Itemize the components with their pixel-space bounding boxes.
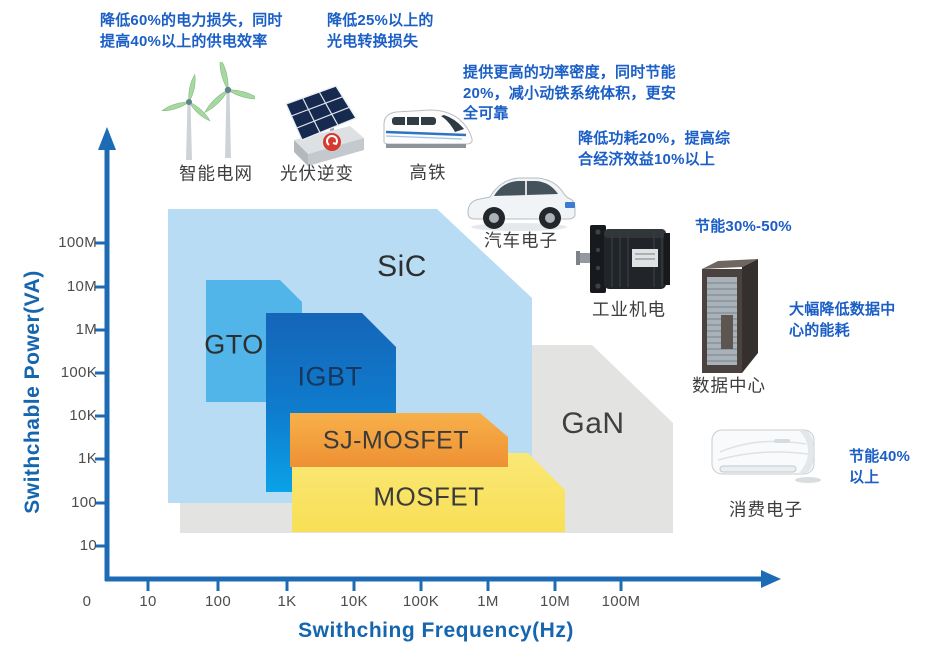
y-tick-10M: 10M	[66, 278, 97, 295]
y-axis-title: Swithchable Power(VA)	[21, 270, 44, 514]
car-icon	[467, 177, 576, 231]
y-tick-100: 100	[71, 494, 97, 511]
x-axis-arrow-icon	[761, 570, 781, 588]
y-tick-10K: 10K	[69, 407, 97, 424]
note-solar: 降低25%以上的 光电转换损失	[327, 12, 434, 50]
air-conditioner-icon	[711, 429, 821, 483]
server-rack-icon	[702, 259, 758, 373]
x-tick-100: 100	[205, 593, 231, 610]
motor-icon	[576, 225, 670, 293]
y-tick-100M: 100M	[58, 234, 97, 251]
x-tick-1M: 1M	[477, 593, 499, 610]
region-label-gan: GaN	[561, 407, 625, 440]
app-label-automotive: 汽车电子	[484, 230, 558, 251]
note-consumer: 节能40% 以上	[849, 448, 911, 486]
note-automotive: 降低功耗20%，提高综 合经济效益10%以上	[578, 130, 731, 168]
x-tick-1K: 1K	[277, 593, 297, 610]
app-label-train: 高铁	[409, 162, 447, 183]
app-label-industrial: 工业机电	[592, 299, 666, 320]
wind-turbine-icon	[161, 62, 255, 160]
y-tick-100K: 100K	[60, 364, 97, 381]
app-label-consumer: 消费电子	[729, 499, 803, 520]
x-axis-title: Swithching Frequency(Hz)	[298, 619, 574, 642]
app-label-data-center: 数据中心	[692, 375, 766, 396]
y-tick-1M: 1M	[75, 321, 97, 338]
train-icon	[383, 109, 473, 148]
region-label-gto: GTO	[204, 329, 264, 360]
x-tick-100M: 100M	[601, 593, 641, 610]
app-label-smart-grid: 智能电网	[179, 163, 253, 184]
x-tick-10M: 10M	[539, 593, 571, 610]
region-mosfet	[292, 453, 565, 532]
x-tick-10: 10	[139, 593, 157, 610]
y-axis-arrow-icon	[98, 127, 116, 150]
note-industrial: 节能30%-50%	[695, 218, 792, 235]
region-label-sj-mosfet: SJ-MOSFET	[322, 426, 470, 455]
note-smart-grid: 降低60%的电力损失，同时 提高40%以上的供电效率	[100, 12, 283, 50]
app-label-solar: 光伏逆变	[280, 163, 354, 184]
note-train: 提供更高的功率密度，同时节能 20%，减小动铁系统体积，更安 全可靠	[463, 64, 677, 123]
region-label-mosfet: MOSFET	[373, 481, 485, 512]
x-tick-100K: 100K	[402, 593, 440, 610]
region-label-sic: SiC	[377, 250, 427, 283]
note-data-center: 大幅降低数据中 心的能耗	[789, 301, 896, 339]
x-tick-0: 0	[82, 593, 92, 610]
y-axis-ticks	[95, 241, 105, 548]
region-sj-mosfet	[290, 413, 508, 467]
y-tick-1K: 1K	[78, 450, 97, 467]
x-axis-ticks	[146, 581, 623, 591]
solar-panel-icon	[285, 85, 364, 166]
x-tick-10K: 10K	[340, 593, 368, 610]
region-label-igbt: IGBT	[297, 361, 363, 392]
y-tick-10: 10	[79, 537, 97, 554]
